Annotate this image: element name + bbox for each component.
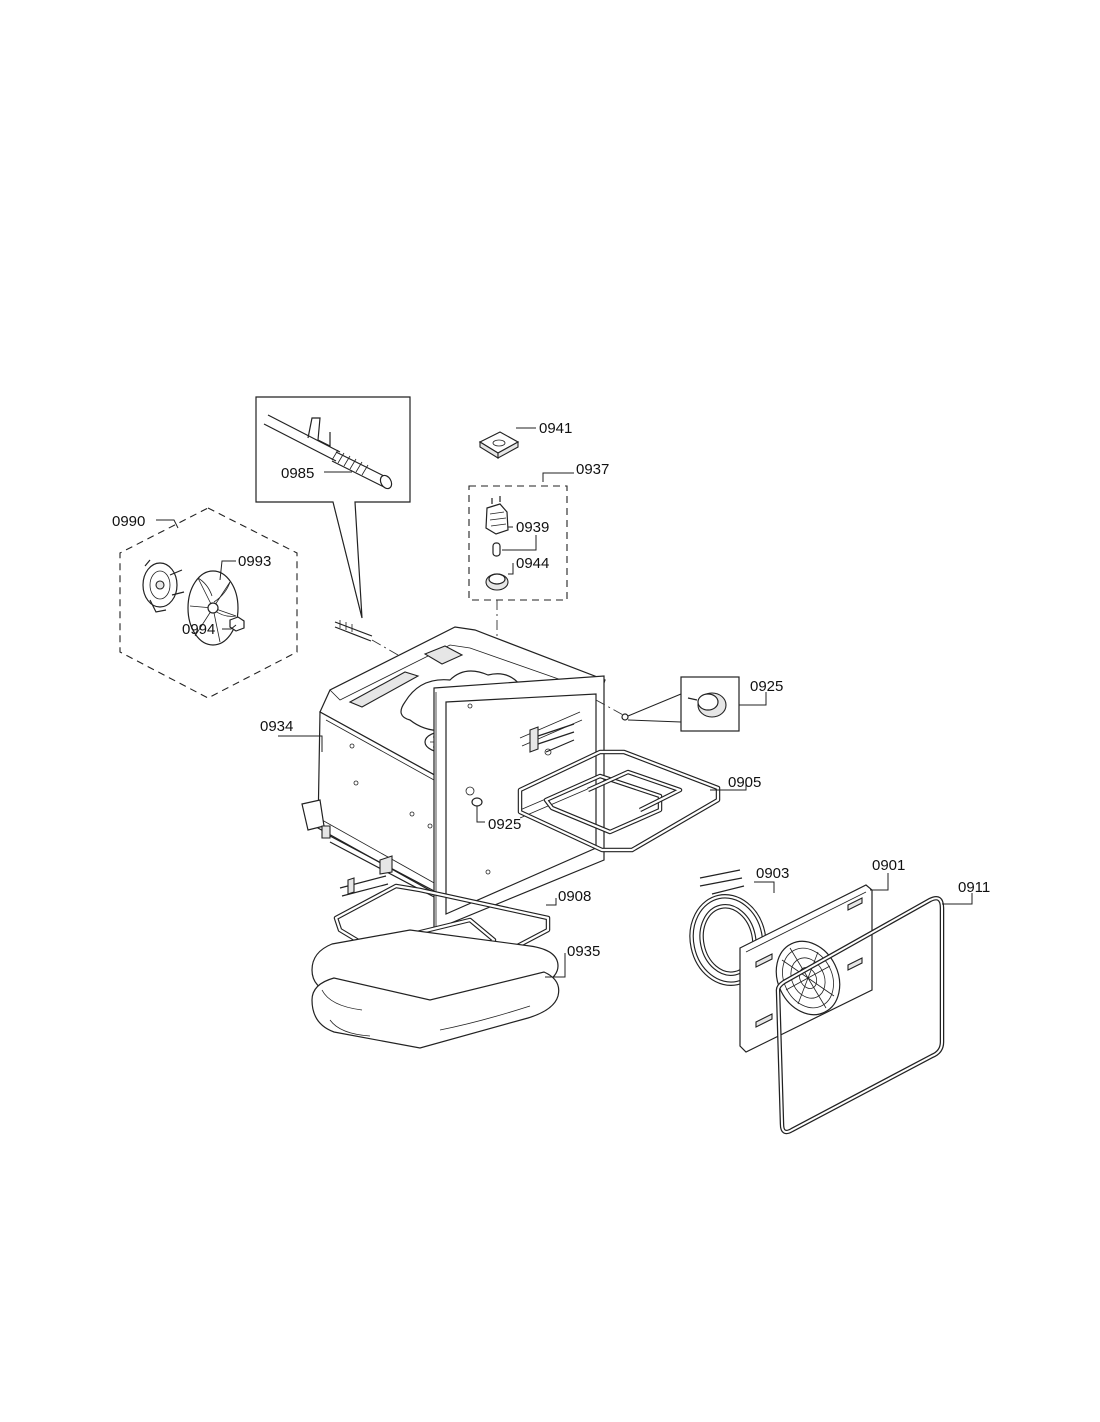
lamp-group-0937 <box>468 485 568 601</box>
callout-0985: 0985 <box>281 465 314 482</box>
gasket-0911 <box>775 896 945 1135</box>
callout-0911: 0911 <box>958 879 990 896</box>
lamp-cover-0941 <box>478 431 520 459</box>
callout-0990: 0990 <box>112 513 145 530</box>
ring-heater-0903 <box>689 869 767 986</box>
callout-0941: 0941 <box>539 420 572 437</box>
lamp-socket-icon <box>485 496 509 535</box>
callout-0935: 0935 <box>567 943 600 960</box>
leader-0934 <box>278 735 323 752</box>
callout-0908: 0908 <box>558 888 591 905</box>
leader-0908 <box>546 898 557 906</box>
callout-0994: 0994 <box>182 621 215 638</box>
leader-0939-b <box>502 535 537 551</box>
leader-0990 <box>156 519 179 529</box>
leader-0905 <box>710 783 747 791</box>
callout-0944: 0944 <box>516 555 549 572</box>
callout-0925-top: 0925 <box>750 678 783 695</box>
callout-0939: 0939 <box>516 519 549 536</box>
fan-motor-icon <box>142 559 185 613</box>
leader-0901 <box>870 873 889 891</box>
leader-0925-mid <box>476 806 485 823</box>
callout-0903: 0903 <box>756 865 789 882</box>
callout-0993: 0993 <box>238 553 271 570</box>
leader-0925-top <box>739 692 767 706</box>
callout-0937: 0937 <box>576 461 609 478</box>
lamp-glass-icon <box>485 573 509 591</box>
fan-blade-icon <box>187 570 239 646</box>
screw-0925-mid <box>471 797 483 807</box>
lamp-bulb-icon <box>492 542 501 557</box>
leader-0935 <box>545 953 566 978</box>
callout-0901: 0901 <box>872 857 905 874</box>
leader-0911 <box>942 893 973 905</box>
callout-0905: 0905 <box>728 774 761 791</box>
leader-0903 <box>754 881 775 893</box>
callout-0934: 0934 <box>260 718 293 735</box>
fan-nut-icon <box>229 616 245 632</box>
callout-0925-mid: 0925 <box>488 816 521 833</box>
fan-motor-group-0990 <box>119 507 298 699</box>
detail-box-0985 <box>255 396 411 619</box>
axis-0925 <box>595 699 626 717</box>
top-heater-0905 <box>517 723 721 853</box>
sensor-probe-0985 <box>334 620 373 642</box>
leader-0993 <box>219 560 236 581</box>
insulation-0935 <box>311 929 560 1049</box>
leader-0937 <box>542 472 574 482</box>
leader-0994 <box>222 624 237 630</box>
leader-0944 <box>508 563 514 575</box>
thermostat-0925-top <box>621 676 740 732</box>
